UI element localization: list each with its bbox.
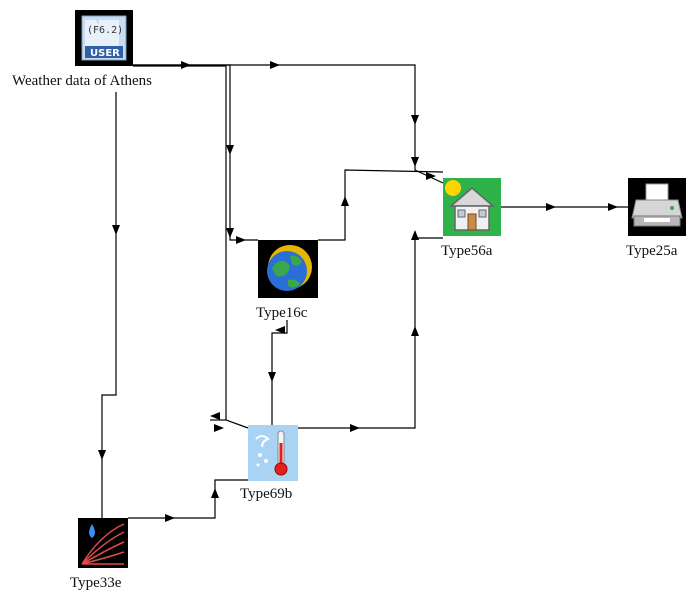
link-type69b-type56a — [298, 237, 443, 429]
arrowhead — [608, 203, 618, 211]
node-type69b[interactable] — [248, 425, 298, 481]
arrowhead — [236, 236, 246, 244]
printer-icon — [628, 178, 686, 236]
arrowhead — [275, 326, 285, 334]
link-type33e-type69b — [128, 479, 248, 519]
arrowhead — [165, 514, 175, 522]
badge-bottom-text: USER — [90, 48, 120, 59]
link-type16c-type56a — [318, 169, 444, 241]
arrowhead — [341, 196, 349, 206]
sky-temperature-icon — [248, 425, 298, 481]
globe-radiation-icon — [258, 240, 318, 298]
arrowhead — [350, 424, 360, 432]
node-label-type33e: Type33e — [70, 575, 122, 591]
arrowhead — [546, 203, 556, 211]
arrowhead — [411, 157, 419, 167]
arrowhead — [226, 145, 234, 155]
badge-top-text: (F6.2) — [87, 25, 123, 36]
node-weather-data[interactable]: (F6.2) USER — [73, 8, 135, 66]
arrowhead — [268, 372, 276, 382]
arrowhead — [210, 412, 220, 420]
house-building-icon — [443, 178, 501, 236]
node-type25a[interactable] — [628, 178, 686, 236]
arrowhead — [211, 488, 219, 498]
node-label-type69b: Type69b — [240, 486, 293, 502]
link-weather-type69b — [133, 65, 249, 429]
link-weather-type16c — [133, 64, 258, 241]
arrowhead — [181, 61, 191, 69]
node-type56a[interactable] — [443, 178, 501, 236]
arrowhead — [214, 424, 224, 432]
arrowhead — [411, 115, 419, 125]
arrowhead — [226, 228, 234, 238]
arrowhead — [112, 225, 120, 235]
node-type33e[interactable] — [78, 518, 128, 568]
psychrometrics-icon — [78, 518, 128, 568]
arrowhead — [411, 326, 419, 336]
node-type16c[interactable] — [258, 240, 318, 298]
arrowhead — [426, 172, 436, 180]
node-label-type25a: Type25a — [626, 243, 678, 259]
arrowhead — [98, 450, 106, 460]
weather-data-reader-icon: (F6.2) USER — [75, 10, 133, 66]
link-weather-type56a — [133, 64, 444, 184]
arrowhead — [411, 230, 419, 240]
node-label-type56a: Type56a — [441, 243, 493, 259]
arrowhead — [270, 61, 280, 69]
node-label-type16c: Type16c — [256, 305, 308, 321]
node-label-weather: Weather data of Athens — [12, 73, 152, 89]
